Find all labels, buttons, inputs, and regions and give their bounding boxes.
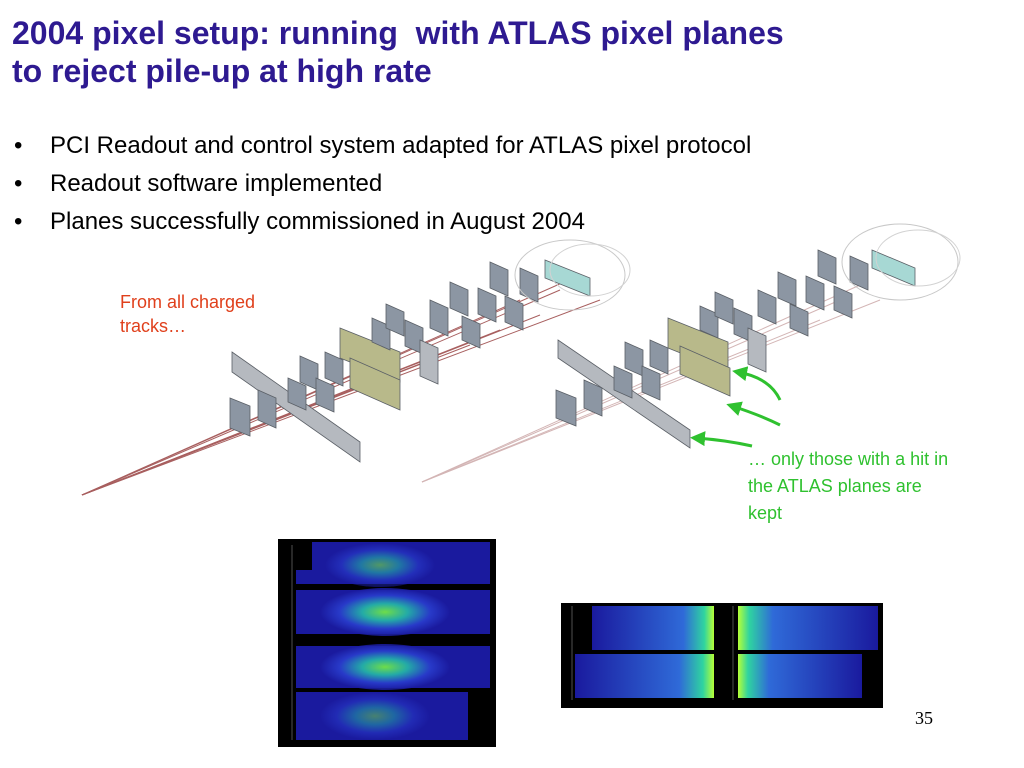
- annotation-line: tracks…: [120, 316, 187, 336]
- arrow-to-atlas-plane: [726, 401, 781, 427]
- slide-title-line-2: to reject pile-up at high rate: [12, 53, 432, 89]
- arrow-to-atlas-plane: [690, 431, 753, 448]
- magnet-outline: [841, 223, 959, 301]
- magnet-outline: [875, 229, 961, 287]
- annotation-line: From all charged: [120, 292, 256, 312]
- magnet-outline: [549, 243, 631, 297]
- annotation-atlas-hits: … only those with a hit in the ATLAS pla…: [748, 446, 1018, 527]
- bullet-dot: •: [14, 208, 23, 235]
- bullet-text: Planes successfully commissioned in Augu…: [50, 208, 585, 235]
- arrow-to-atlas-plane: [732, 366, 782, 401]
- detector-planes: [229, 259, 591, 463]
- bullet-list: • PCI Readout and control system adapted …: [12, 130, 751, 244]
- bullet-dot: •: [14, 132, 23, 159]
- detector-planes: [555, 249, 916, 449]
- bullet-text: Readout software implemented: [50, 170, 383, 197]
- slide-title: 2004 pixel setup: running with ATLAS pix…: [12, 14, 1012, 90]
- magnet-outline: [514, 239, 626, 311]
- telescope-atlas-tracks: [421, 223, 961, 483]
- bullet-dot: •: [14, 170, 23, 197]
- bullet-item: • Planes successfully commissioned in Aug…: [12, 206, 751, 244]
- annotation-line: … only those with a hit in: [748, 449, 949, 469]
- annotation-all-tracks: From all charged tracks…: [120, 290, 320, 338]
- hitmap-four-planes: [278, 539, 496, 747]
- annotation-line: kept: [748, 503, 783, 523]
- annotation-line: the ATLAS planes are: [748, 476, 922, 496]
- hitmap-two-by-two: [561, 603, 883, 708]
- bullet-item: • PCI Readout and control system adapted …: [12, 130, 751, 168]
- bullet-item: • Readout software implemented: [12, 168, 751, 206]
- bullet-text: PCI Readout and control system adapted f…: [50, 132, 752, 159]
- slide-title-line-1: 2004 pixel setup: running with ATLAS pix…: [12, 15, 784, 51]
- telescope-all-tracks: [81, 239, 631, 496]
- page-number: 35: [915, 708, 933, 728]
